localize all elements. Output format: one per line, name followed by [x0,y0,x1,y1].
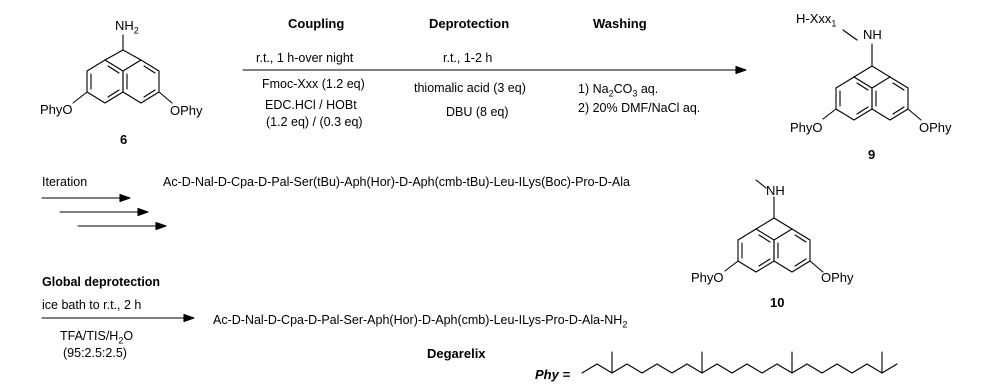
global-deprotection-condition: ice bath to r.t., 2 h [42,298,142,312]
deprotection-title: Deprotection [429,16,510,31]
protected-peptide: Ac-D-Nal-D-Cpa-D-Pal-Ser(tBu)-Aph(Hor)-D… [163,175,630,189]
compound-6-left-substituent: PhyO [40,102,73,117]
degarelix-label: Degarelix [427,346,486,361]
coupling-condition: r.t., 1 h-over night [256,51,354,65]
deprotection-base: DBU (8 eq) [446,105,509,119]
deprotection-condition: r.t., 1-2 h [443,51,493,65]
compound-6-right-substituent: OPhy [170,103,203,118]
compound-9-right-substituent: OPhy [919,120,952,135]
iteration-label: Iteration [42,175,88,189]
washing-step-2: 2) 20% DMF/NaCl aq. [578,101,701,115]
phy-label: Phy = [535,367,571,382]
compound-9-amine: NH [863,27,882,42]
compound-10-right-substituent: OPhy [821,270,854,285]
compound-6-amine: NH2 [115,18,139,36]
coupling-reagent: Fmoc-Xxx (1.2 eq) [262,77,365,91]
compound-6-number: 6 [120,132,128,147]
compound-9-left-substituent: PhyO [790,120,823,135]
compound-10-amine: NH [766,183,785,198]
coupling-amounts: (1.2 eq) / (0.3 eq) [266,115,363,129]
compound-10-number: 10 [770,295,785,310]
global-deprotection-reagent: TFA/TIS/H2O [60,329,134,346]
washing-step-1: 1) Na2CO3 aq. [578,82,659,99]
coupling-title: Coupling [288,16,345,31]
global-deprotection-title: Global deprotection [42,275,161,289]
deprotection-reagent: thiomalic acid (3 eq) [414,81,526,95]
coupling-additive: EDC.HCl / HOBt [265,98,357,112]
global-deprotection-ratio: (95:2.5:2.5) [63,346,127,360]
washing-title: Washing [593,16,647,31]
compound-9-number: 9 [868,147,876,162]
final-peptide: Ac-D-Nal-D-Cpa-D-Pal-Ser-Aph(Hor)-D-Aph(… [213,313,628,330]
compound-9-prefix: H-Xxx1 [796,11,837,29]
compound-10-left-substituent: PhyO [691,270,724,285]
